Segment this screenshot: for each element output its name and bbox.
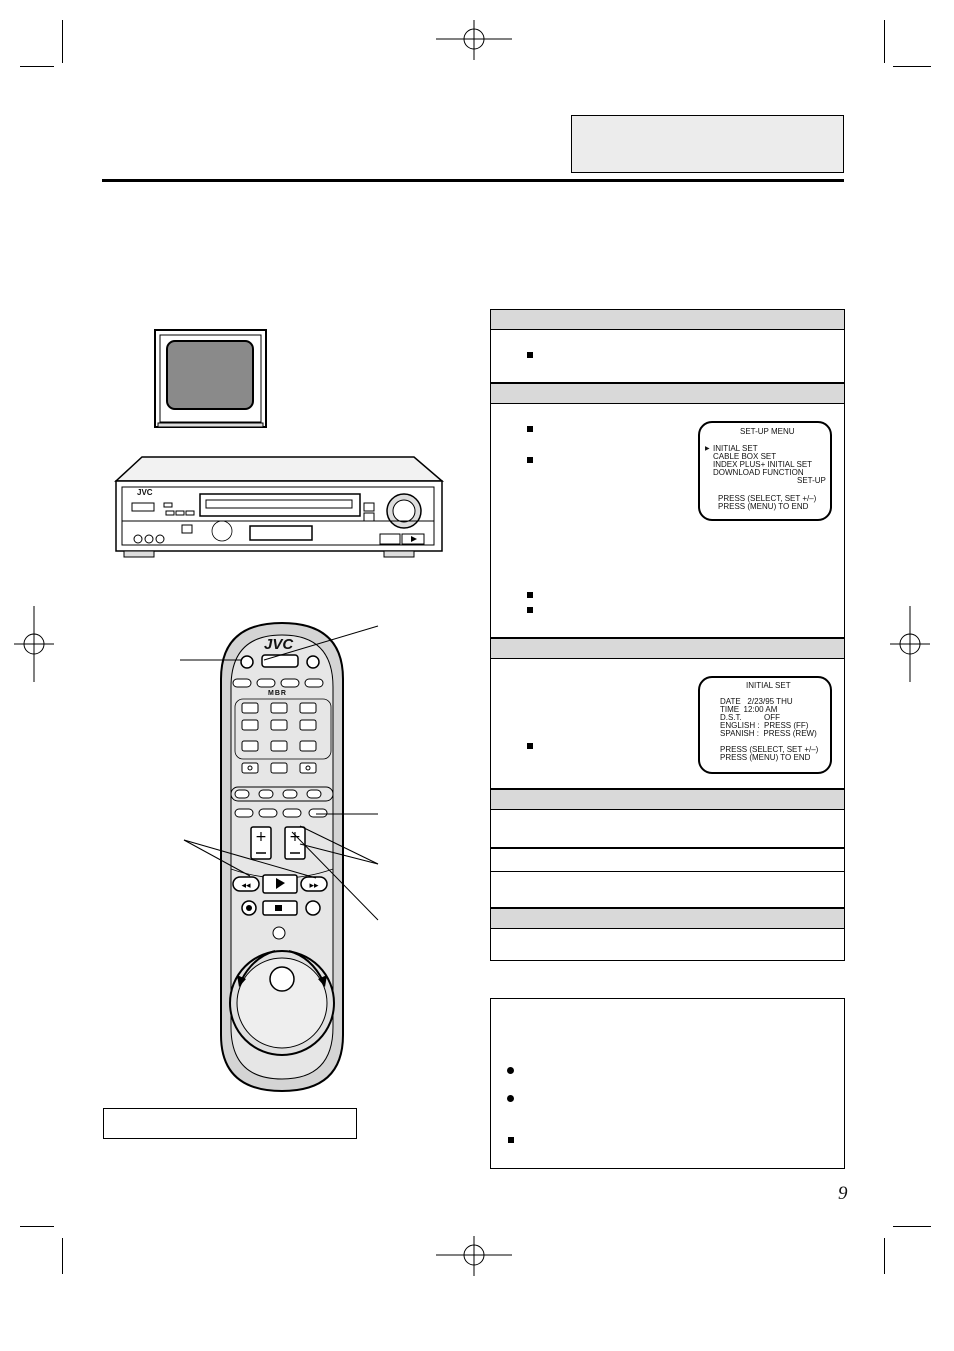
bullet	[527, 743, 533, 749]
setup-menu-item: INDEX PLUS+ INITIAL SET	[713, 460, 813, 469]
registration-mark-right	[890, 606, 930, 682]
svg-text:+: +	[289, 829, 301, 845]
step-4-body	[490, 810, 845, 848]
section-header-box	[571, 115, 844, 173]
note-box	[490, 998, 845, 1169]
step-3-bar	[490, 638, 845, 659]
setup-menu-title: SET-UP MENU	[740, 427, 795, 436]
registration-mark-left	[14, 606, 54, 682]
initial-set-line: D.S.T. OFF	[720, 713, 781, 722]
vcr-brand-label: JVC	[137, 488, 153, 497]
registration-mark-top	[436, 20, 512, 60]
bullet	[507, 1067, 514, 1074]
bullet	[507, 1095, 514, 1102]
bullet	[527, 607, 533, 613]
initial-set-line: TIME 12:00 AM	[720, 705, 778, 714]
step-1-bar	[490, 309, 845, 330]
bullet	[527, 457, 533, 463]
setup-menu-screen: SET-UP MENU ▶ INITIAL SET CABLE BOX SET …	[698, 421, 832, 521]
menu-cursor: ▶	[705, 446, 710, 452]
step-5-bar	[490, 908, 845, 929]
step-1-body	[490, 330, 845, 383]
step-3-body	[490, 659, 845, 789]
header-rule	[102, 179, 844, 182]
caption-box	[103, 1108, 357, 1139]
svg-text:◂◂: ◂◂	[241, 881, 251, 891]
bullet	[527, 426, 533, 432]
remote-brand-label: JVC	[264, 636, 294, 653]
remote-mbr-label: MBR	[268, 690, 287, 697]
remote-illustration: + + ◂◂ ▸▸	[220, 621, 344, 1093]
setup-menu-item: INITIAL SET	[713, 444, 758, 453]
bullet	[508, 1137, 514, 1143]
setup-menu-footer: PRESS (MENU) TO END	[718, 502, 809, 511]
tv-illustration	[154, 329, 267, 428]
svg-text:+: +	[255, 829, 267, 845]
callout-lines	[180, 625, 379, 921]
step-2-body	[490, 404, 845, 638]
step-4-row-b	[490, 871, 845, 908]
svg-text:▸▸: ▸▸	[309, 881, 319, 891]
initial-set-screen: INITIAL SET DATE 2/23/95 THU TIME 12:00 …	[698, 676, 832, 774]
bullet	[527, 352, 533, 358]
setup-menu-footer: PRESS (SELECT, SET +/–)	[718, 494, 817, 503]
setup-menu-item: CABLE BOX SET	[713, 452, 777, 461]
page-number: 9	[838, 1183, 848, 1204]
initial-set-title: INITIAL SET	[746, 681, 791, 690]
registration-mark-bottom	[436, 1236, 512, 1276]
initial-set-line: DATE 2/23/95 THU	[720, 697, 793, 706]
step-5-body	[490, 929, 845, 961]
initial-set-line: SPANISH : PRESS (REW)	[720, 729, 817, 738]
step-2-bar	[490, 383, 845, 404]
bullet	[527, 592, 533, 598]
initial-set-footer: PRESS (SELECT, SET +/–)	[720, 745, 819, 754]
step-4-bar	[490, 789, 845, 810]
initial-set-line: ENGLISH : PRESS (FF)	[720, 721, 809, 730]
step-4-row-a	[490, 848, 845, 872]
initial-set-footer: PRESS (MENU) TO END	[720, 753, 811, 762]
setup-menu-item: DOWNLOAD FUNCTION	[713, 468, 804, 477]
setup-menu-item-suffix: SET-UP	[797, 476, 826, 485]
vcr-illustration	[114, 456, 445, 558]
